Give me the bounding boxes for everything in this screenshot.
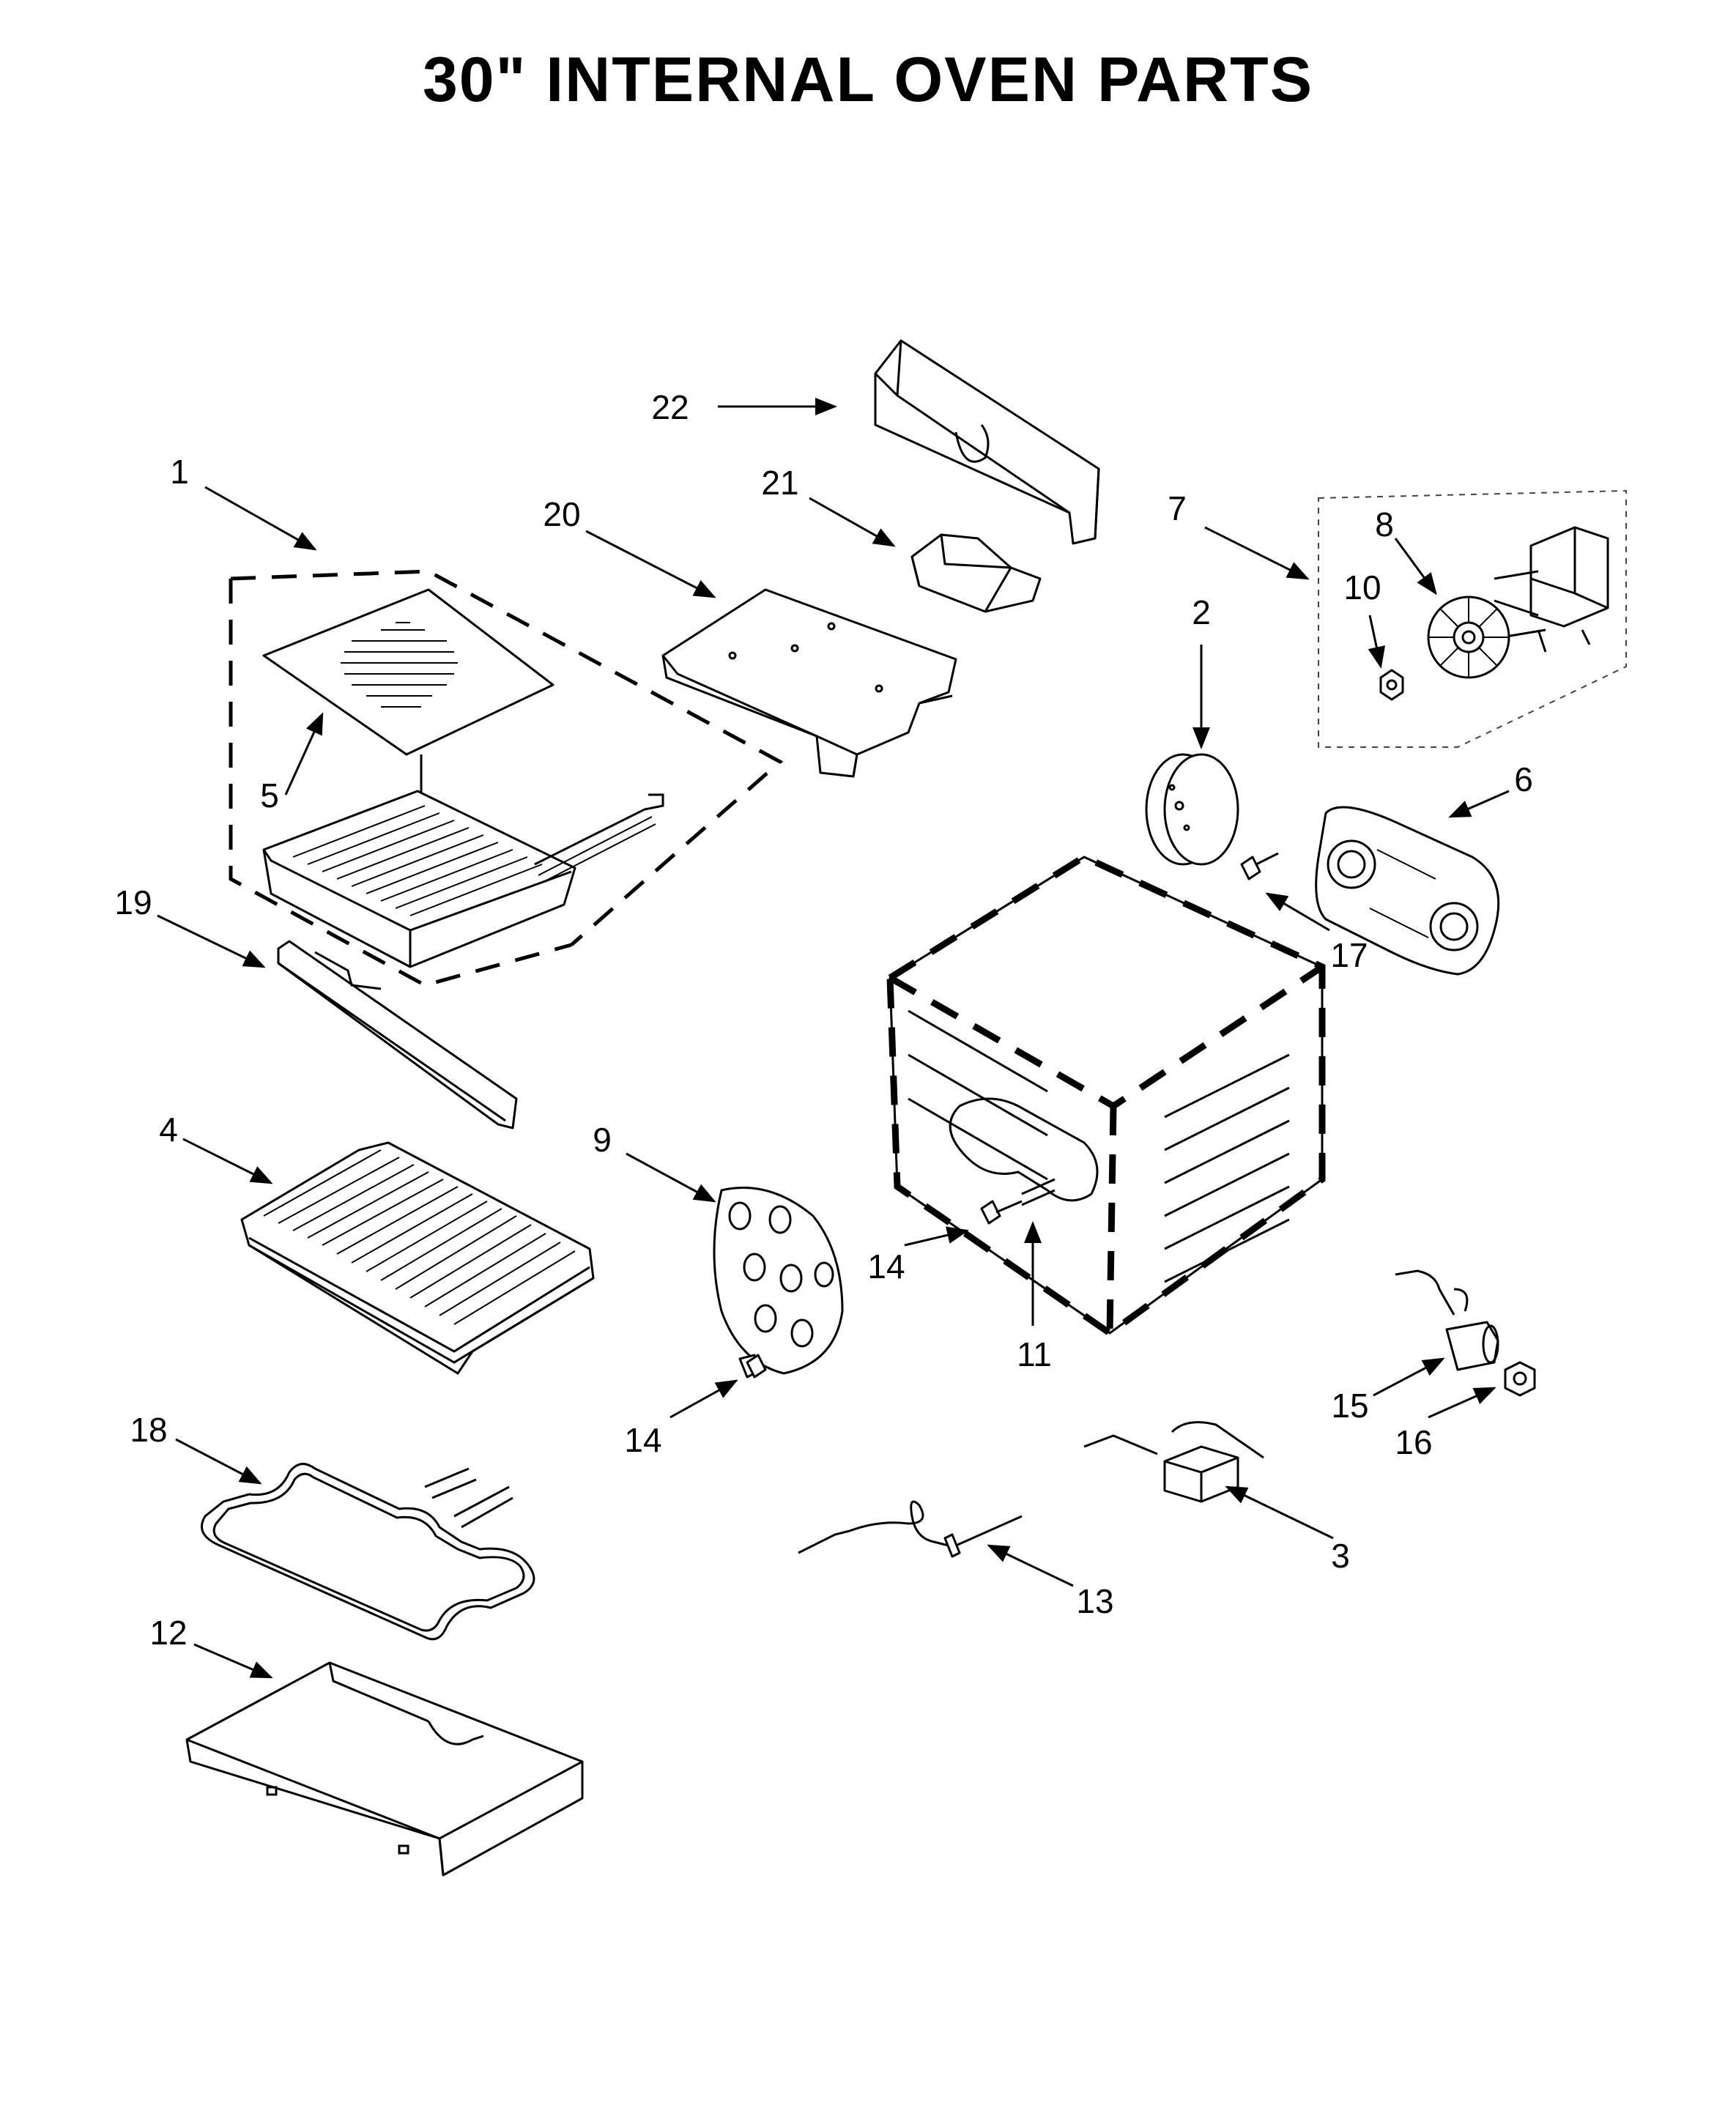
part-2-fan-cover bbox=[1145, 753, 1239, 866]
callout-13: 13 bbox=[1076, 1582, 1113, 1620]
part-20-top-shield bbox=[661, 588, 957, 778]
callout-11: 11 bbox=[1017, 1335, 1052, 1373]
callout-22: 22 bbox=[651, 388, 689, 426]
part-7-fan-group bbox=[1318, 489, 1627, 748]
callout-14-lower: 14 bbox=[624, 1421, 661, 1459]
callout-19: 19 bbox=[114, 883, 152, 921]
part-1-assembly-group bbox=[229, 569, 784, 987]
callout-21: 21 bbox=[761, 464, 798, 502]
callout-4: 4 bbox=[159, 1110, 178, 1149]
part-19-rail bbox=[277, 940, 518, 1129]
callout-18: 18 bbox=[130, 1411, 167, 1449]
callout-7: 7 bbox=[1168, 489, 1187, 527]
part-21-bracket bbox=[910, 533, 1042, 613]
callout-1: 1 bbox=[170, 453, 189, 491]
callout-5: 5 bbox=[260, 776, 279, 815]
callout-12: 12 bbox=[149, 1614, 187, 1652]
part-18-broil-element bbox=[201, 1463, 535, 1641]
callout-labels: 22 21 1 20 7 8 10 2 6 17 5 19 4 9 14 11 … bbox=[114, 388, 1532, 1652]
callout-8: 8 bbox=[1375, 505, 1394, 543]
callout-6: 6 bbox=[1514, 760, 1533, 798]
part-17-screw bbox=[1240, 852, 1279, 880]
callout-10: 10 bbox=[1343, 568, 1381, 606]
page-title: 30" INTERNAL OVEN PARTS bbox=[422, 45, 1314, 115]
part-6-rear-plate bbox=[1315, 806, 1500, 976]
part-4-oven-rack bbox=[240, 1141, 595, 1375]
part-14-screw bbox=[746, 1354, 767, 1379]
part-12-bottom-tray bbox=[185, 1661, 584, 1877]
callout-17: 17 bbox=[1330, 936, 1368, 974]
callout-20: 20 bbox=[543, 495, 580, 533]
callout-arrows bbox=[157, 398, 1510, 1679]
oven-cavity bbox=[886, 853, 1326, 1338]
callout-14-upper: 14 bbox=[867, 1247, 905, 1285]
callout-2: 2 bbox=[1192, 593, 1211, 631]
callout-3: 3 bbox=[1331, 1537, 1350, 1575]
part-13-probe bbox=[798, 1500, 1023, 1558]
part-3-component bbox=[1083, 1421, 1264, 1503]
part-9-baffle-plate bbox=[713, 1187, 844, 1379]
callout-16: 16 bbox=[1395, 1423, 1432, 1461]
part-15-sensor bbox=[1395, 1269, 1499, 1371]
callout-15: 15 bbox=[1331, 1387, 1368, 1425]
part-22-duct-cover bbox=[874, 339, 1100, 545]
callout-9: 9 bbox=[593, 1121, 612, 1159]
part-16-nut bbox=[1504, 1361, 1536, 1397]
